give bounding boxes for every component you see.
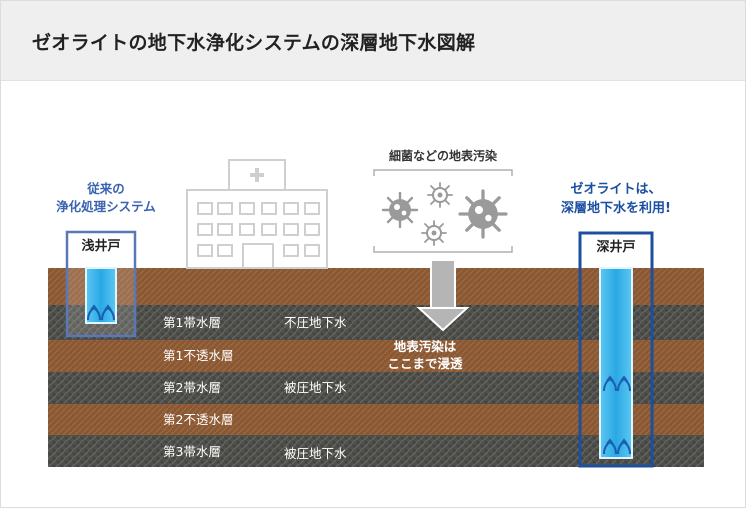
water-type-label-3: 被圧地下水 [284, 446, 347, 461]
left-caption-line-2: 浄化処理システム [56, 199, 156, 214]
contaminants-label: 細菌などの地表汚染 [389, 148, 498, 163]
stratum-label-impermeable-1: 第1不透水層 [163, 348, 233, 363]
left-caption-line-1: 従来の [86, 181, 125, 196]
deep-well-label: 深井戸 [596, 239, 635, 255]
infiltration-label-line-2: ここまで浸透 [387, 356, 463, 371]
stratum-label-impermeable-2: 第2不透水層 [163, 412, 233, 427]
right-caption-line-1: ゼオライトは、 [570, 181, 661, 197]
stratum-label-aquifer-2: 第2帯水層 [163, 380, 221, 395]
contaminants-box [374, 170, 512, 252]
bacteria-icon [383, 183, 506, 245]
water-type-label-2: 被圧地下水 [284, 380, 347, 395]
shallow-well-label: 浅井戸 [81, 238, 120, 254]
infiltration-label-line-1: 地表汚染は [394, 339, 457, 354]
stratum-label-aquifer-1: 第1帯水層 [163, 315, 221, 330]
water-type-label-1: 不圧地下水 [284, 315, 347, 330]
hospital-building-icon [187, 160, 327, 268]
right-caption-line-2: 深層地下水を利用! [561, 200, 671, 216]
stratum-label-aquifer-3: 第3帯水層 [163, 444, 221, 459]
